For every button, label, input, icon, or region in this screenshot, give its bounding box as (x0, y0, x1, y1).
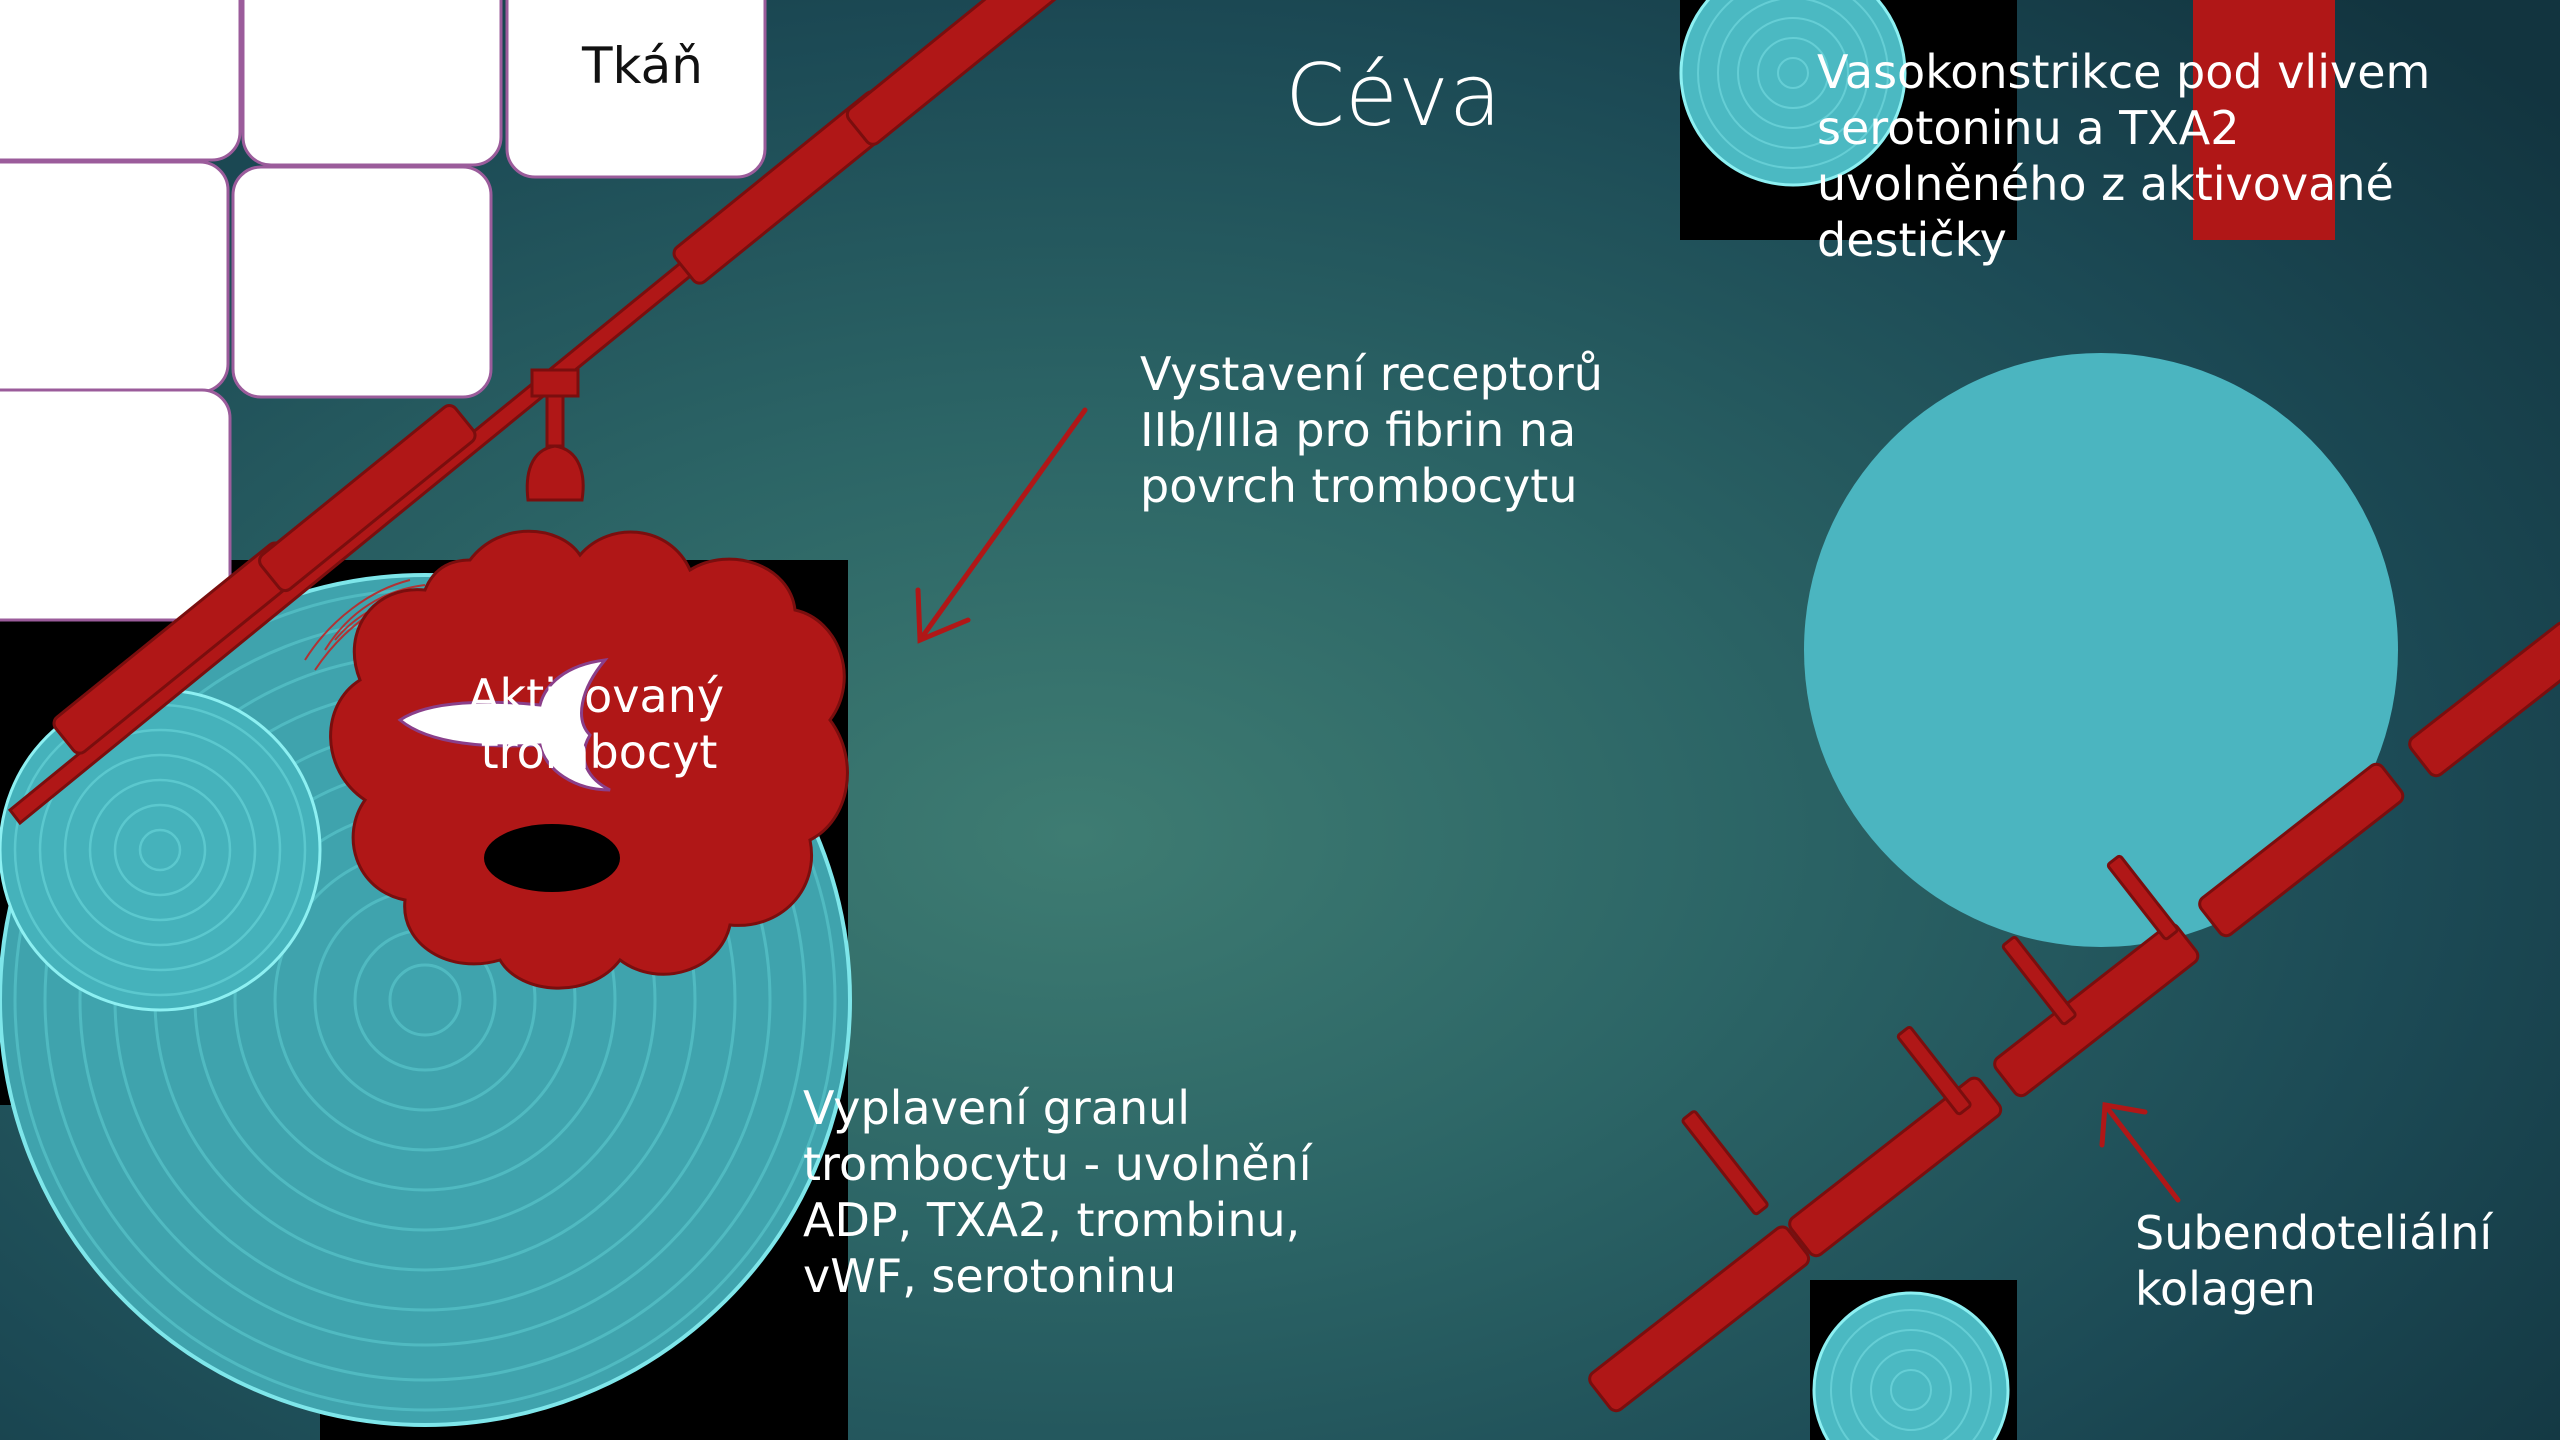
platelet-label-line: Aktivovaný (468, 668, 724, 724)
wall-segment (844, 0, 1074, 148)
collagen-line: kolagen (2135, 1261, 2492, 1317)
receptors-line: IIb/IIIa pro fibrin na (1140, 402, 1603, 458)
granules-line: trombocytu - uvolnění (803, 1136, 1311, 1192)
page-title-text: Céva (1285, 46, 1502, 146)
vasoconstriction-text: Vasokonstrikce pod vlivem serotoninu a T… (1817, 44, 2430, 268)
wall-segment (1786, 1075, 2003, 1259)
granules-line: vWF, serotoninu (803, 1248, 1311, 1304)
receptors-line: povrch trombocytu (1140, 458, 1603, 514)
tissue-cell (0, 162, 228, 392)
wall-segment (2406, 620, 2560, 779)
collagen-text: Subendoteliální kolagen (2135, 1205, 2492, 1317)
granule (484, 824, 620, 892)
page-title: Céva (1285, 44, 1502, 149)
receptors-text: Vystavení receptorů IIb/IIIa pro fibrin … (1140, 346, 1603, 514)
platelet-label-line: trombocyt (468, 724, 724, 780)
vasoconstriction-line: serotoninu a TXA2 (1817, 100, 2430, 156)
vasoconstriction-line: Vasokonstrikce pod vlivem (1817, 44, 2430, 100)
tissue-cell (0, 390, 230, 620)
granules-line: Vyplavení granul (803, 1080, 1311, 1136)
tissue-label: Tkáň (582, 36, 703, 97)
arrow-collagen (2102, 1105, 2178, 1200)
receptor-stalk (527, 370, 583, 500)
collagen-line: Subendoteliální (2135, 1205, 2492, 1261)
granules-line: ADP, TXA2, trombinu, (803, 1192, 1311, 1248)
receptors-line: Vystavení receptorů (1140, 346, 1603, 402)
tissue-cell (0, 0, 240, 160)
platelet-label: Aktivovaný trombocyt (468, 668, 724, 780)
tissue-label-text: Tkáň (582, 37, 703, 95)
vasoconstriction-line: uvolněného z aktivované (1817, 156, 2430, 212)
vasoconstriction-line: destičky (1817, 212, 2430, 268)
granules-text: Vyplavení granul trombocytu - uvolnění A… (803, 1080, 1311, 1304)
tissue-cell (233, 167, 491, 397)
wall-segment (1586, 1224, 1811, 1414)
tissue-cell (243, 0, 501, 165)
ringed-disc-left (0, 690, 320, 1010)
arrow-receptors (918, 410, 1085, 640)
